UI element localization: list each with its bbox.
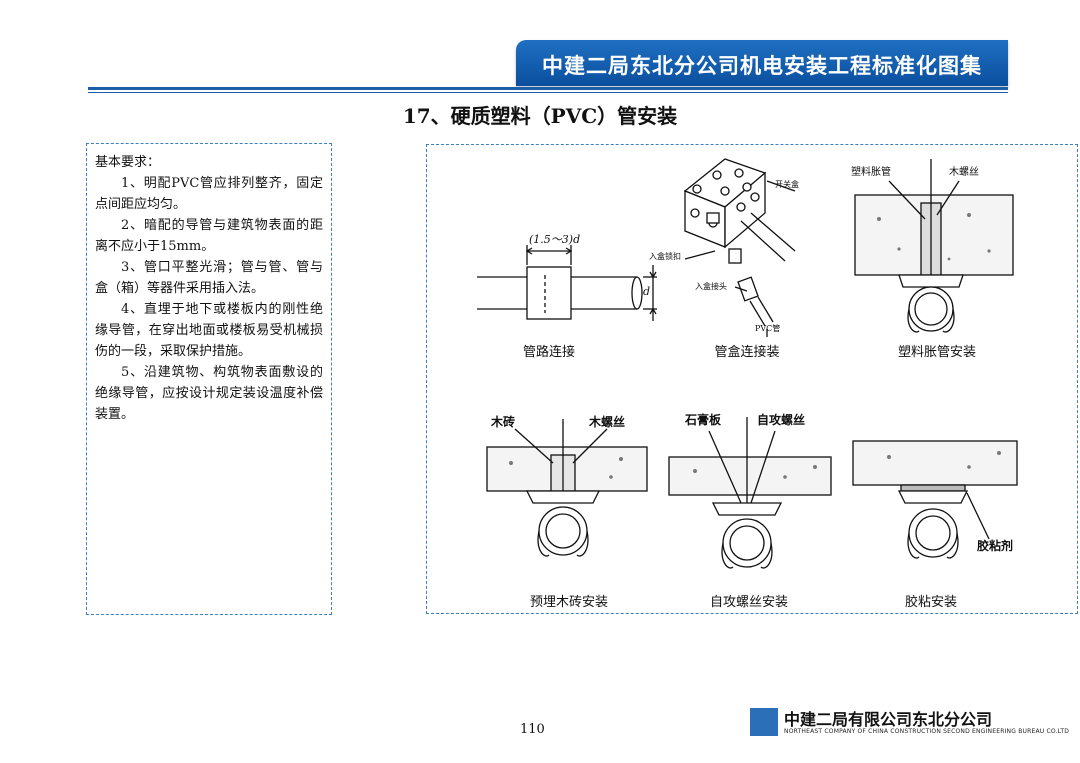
- caption-wood-brick: 预埋木砖安装: [529, 595, 609, 610]
- label-switch-box: 开关盒: [775, 180, 799, 189]
- label-expansion-pipe: 塑料胀管: [851, 167, 891, 178]
- company-name-en: NORTHEAST COMPANY OF CHINA CONSTRUCTION …: [784, 728, 1070, 735]
- requirement-item: 1、明配PVC管应排列整齐，固定点间距应均匀。: [95, 176, 323, 212]
- company-name: 中建二局有限公司东北分公司: [784, 710, 993, 729]
- diameter-label: d: [643, 285, 651, 298]
- requirements-heading: 基本要求：: [95, 155, 161, 170]
- requirement-item: 3、管口平整光滑；管与管、管与盒（箱）等器件采用插入法。: [95, 260, 323, 296]
- label-self-tapping-screw: 自攻螺丝: [757, 413, 806, 427]
- figures-panel: (1.5～3)d d 管路连接: [426, 144, 1078, 614]
- label-adhesive: 胶粘剂: [977, 539, 1014, 553]
- label-gypsum-board: 石膏板: [685, 413, 722, 427]
- adhesive-drawing: 胶粘剂: [849, 407, 1024, 592]
- header-banner: 中建二局东北分公司机电安装工程标准化图集: [516, 40, 1008, 86]
- pipe-connection-drawing: (1.5～3)d d: [467, 215, 667, 335]
- requirement-item: 2、暗配的导管与建筑物表面的距离不应小于15mm。: [95, 218, 323, 254]
- wood-brick-drawing: 木砖 木螺丝: [481, 407, 651, 592]
- company-logo-icon: [750, 708, 778, 736]
- expansion-pipe-drawing: 塑料胀管 木螺丝: [849, 159, 1019, 334]
- header-title: 中建二局东北分公司机电安装工程标准化图集: [542, 54, 982, 78]
- caption-pipe-connection: 管路连接: [522, 345, 576, 360]
- label-pvc-pipe: PVC管: [755, 324, 781, 333]
- label-connector: 入盒接头: [695, 282, 727, 291]
- caption-expansion-pipe: 塑料胀管安装: [897, 345, 977, 360]
- caption-self-tapping: 自攻螺丝安装: [709, 595, 789, 610]
- header-rule: [88, 87, 1008, 90]
- caption-adhesive: 胶粘安装: [904, 595, 958, 610]
- page-title: 17、硬质塑料（PVC）管安装: [402, 104, 678, 128]
- label-lock-nut: 入盒锁扣: [649, 252, 681, 261]
- label-wood-screw: 木螺丝: [949, 167, 979, 178]
- label-wood-screw-2: 木螺丝: [589, 415, 626, 429]
- box-connection-drawing: 开关盒 入盒锁扣 入盒接头 PVC管: [649, 151, 845, 341]
- page-number: 110: [520, 722, 545, 737]
- dimension-label: (1.5～3)d: [529, 233, 581, 246]
- requirement-item: 4、直埋于地下或楼板内的刚性绝缘导管，在穿出地面或楼板易受机械损伤的一段，采取保…: [95, 302, 323, 359]
- header-rule-thin: [88, 92, 1008, 93]
- requirements-panel: 基本要求： 1、明配PVC管应排列整齐，固定点间距应均匀。 2、暗配的导管与建筑…: [86, 143, 332, 615]
- label-wood-brick: 木砖: [491, 415, 516, 429]
- self-tapping-drawing: 石膏板 自攻螺丝: [665, 407, 835, 592]
- company-logo: 中建二局有限公司东北分公司 NORTHEAST COMPANY OF CHINA…: [750, 706, 1069, 746]
- caption-box-connection: 管盒连接装: [714, 345, 780, 360]
- requirement-item: 5、沿建筑物、构筑物表面敷设的绝缘导管，应按设计规定装设温度补偿装置。: [95, 365, 323, 422]
